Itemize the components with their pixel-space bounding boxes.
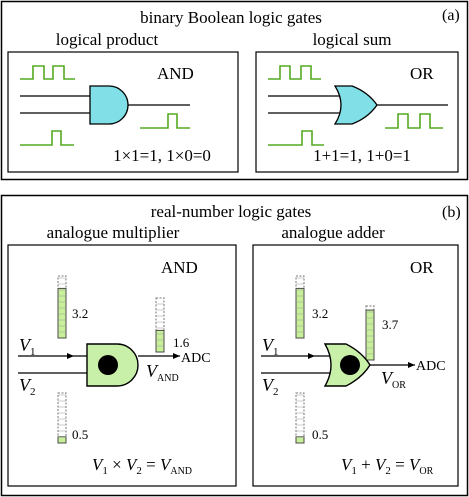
pulse-and-out bbox=[140, 113, 190, 129]
pulse-or-in2 bbox=[268, 130, 324, 146]
panel-b-or-gate-name: OR bbox=[410, 258, 434, 277]
arrow-and-out bbox=[173, 353, 180, 359]
meter-and-out bbox=[155, 297, 165, 353]
and-gate-digital bbox=[89, 85, 129, 125]
panel-b-and-box bbox=[7, 244, 237, 487]
or-gate-digital bbox=[333, 85, 378, 125]
meter-and-out-frame bbox=[155, 297, 165, 353]
arrow-or-out bbox=[408, 362, 415, 368]
or-gate-dot bbox=[340, 355, 360, 375]
meter-and-out-label: 1.6 bbox=[173, 335, 190, 350]
panel-a-or-gate-name: OR bbox=[410, 64, 434, 83]
meter-or-out-fill bbox=[365, 309, 375, 361]
pulse-and-in2 bbox=[20, 130, 74, 146]
panel-a-or-equation: 1+1=1, 1+0=1 bbox=[313, 146, 411, 165]
meter-and-in1-label: 3.2 bbox=[72, 306, 88, 321]
panel-b-or-box bbox=[252, 244, 459, 487]
and-v1-label: V1 bbox=[19, 335, 36, 358]
meter-or-in1-fill bbox=[295, 287, 305, 339]
meter-and-out-fill bbox=[155, 329, 165, 353]
meter-or-in2-fill bbox=[295, 436, 305, 444]
meter-and-in2-label: 0.5 bbox=[72, 427, 88, 442]
meter-or-out bbox=[365, 305, 375, 361]
panel-a-and-box bbox=[7, 51, 239, 173]
arrow-or-v1 bbox=[308, 353, 315, 359]
or-v1-label: V1 bbox=[262, 335, 279, 358]
meter-or-in1 bbox=[295, 275, 305, 339]
panel-b-or-equation: V1 + V2 = VOR bbox=[341, 455, 434, 477]
panel-b-and-equation: V1 × V2 = VAND bbox=[92, 455, 192, 477]
pulse-or-out bbox=[385, 113, 443, 129]
meter-and-in2 bbox=[57, 392, 67, 444]
and-gate-dot bbox=[98, 355, 118, 375]
panel-a-and-gate-name: AND bbox=[157, 64, 194, 83]
meter-or-in1-label: 3.2 bbox=[312, 306, 328, 321]
meter-or-in2-frame bbox=[295, 392, 305, 444]
panel-a-frame bbox=[0, 0, 469, 181]
or-adc-label: ADC bbox=[416, 359, 446, 374]
panel-a-label: (a) bbox=[442, 7, 460, 24]
meter-and-in1 bbox=[57, 275, 67, 339]
panel-a-title: binary Boolean logic gates bbox=[140, 8, 322, 27]
pulse-and-in1 bbox=[20, 65, 75, 80]
or-v2-label: V2 bbox=[262, 375, 279, 398]
panel-b-right-heading: analogue adder bbox=[281, 223, 385, 242]
panel-a-and-equation: 1×1=1, 1×0=0 bbox=[113, 146, 211, 165]
panel-b-label: (b) bbox=[442, 204, 461, 221]
panel-a-left-heading: logical product bbox=[56, 30, 159, 49]
arrow-and-v1 bbox=[67, 353, 74, 359]
and-v2-label: V2 bbox=[19, 375, 36, 398]
pulse-or-in1 bbox=[268, 65, 321, 80]
panel-b-frame bbox=[0, 194, 469, 497]
and-adc-label: ADC bbox=[181, 351, 211, 366]
panel-a-or-box bbox=[255, 51, 459, 173]
meter-or-in2 bbox=[295, 392, 305, 444]
meter-and-in1-fill bbox=[57, 287, 67, 339]
panel-a-right-heading: logical sum bbox=[313, 30, 392, 49]
meter-or-in2-label: 0.5 bbox=[312, 427, 328, 442]
or-out-var: VOR bbox=[381, 368, 406, 391]
and-out-var: VAND bbox=[146, 361, 179, 384]
panel-b-title: real-number logic gates bbox=[151, 202, 312, 221]
meter-or-out-label: 3.7 bbox=[382, 317, 399, 332]
panel-b-and-gate-name: AND bbox=[161, 258, 198, 277]
panel-b-left-heading: analogue multiplier bbox=[47, 223, 180, 242]
meter-and-in2-fill bbox=[57, 436, 67, 444]
meter-and-in2-frame bbox=[57, 392, 67, 444]
